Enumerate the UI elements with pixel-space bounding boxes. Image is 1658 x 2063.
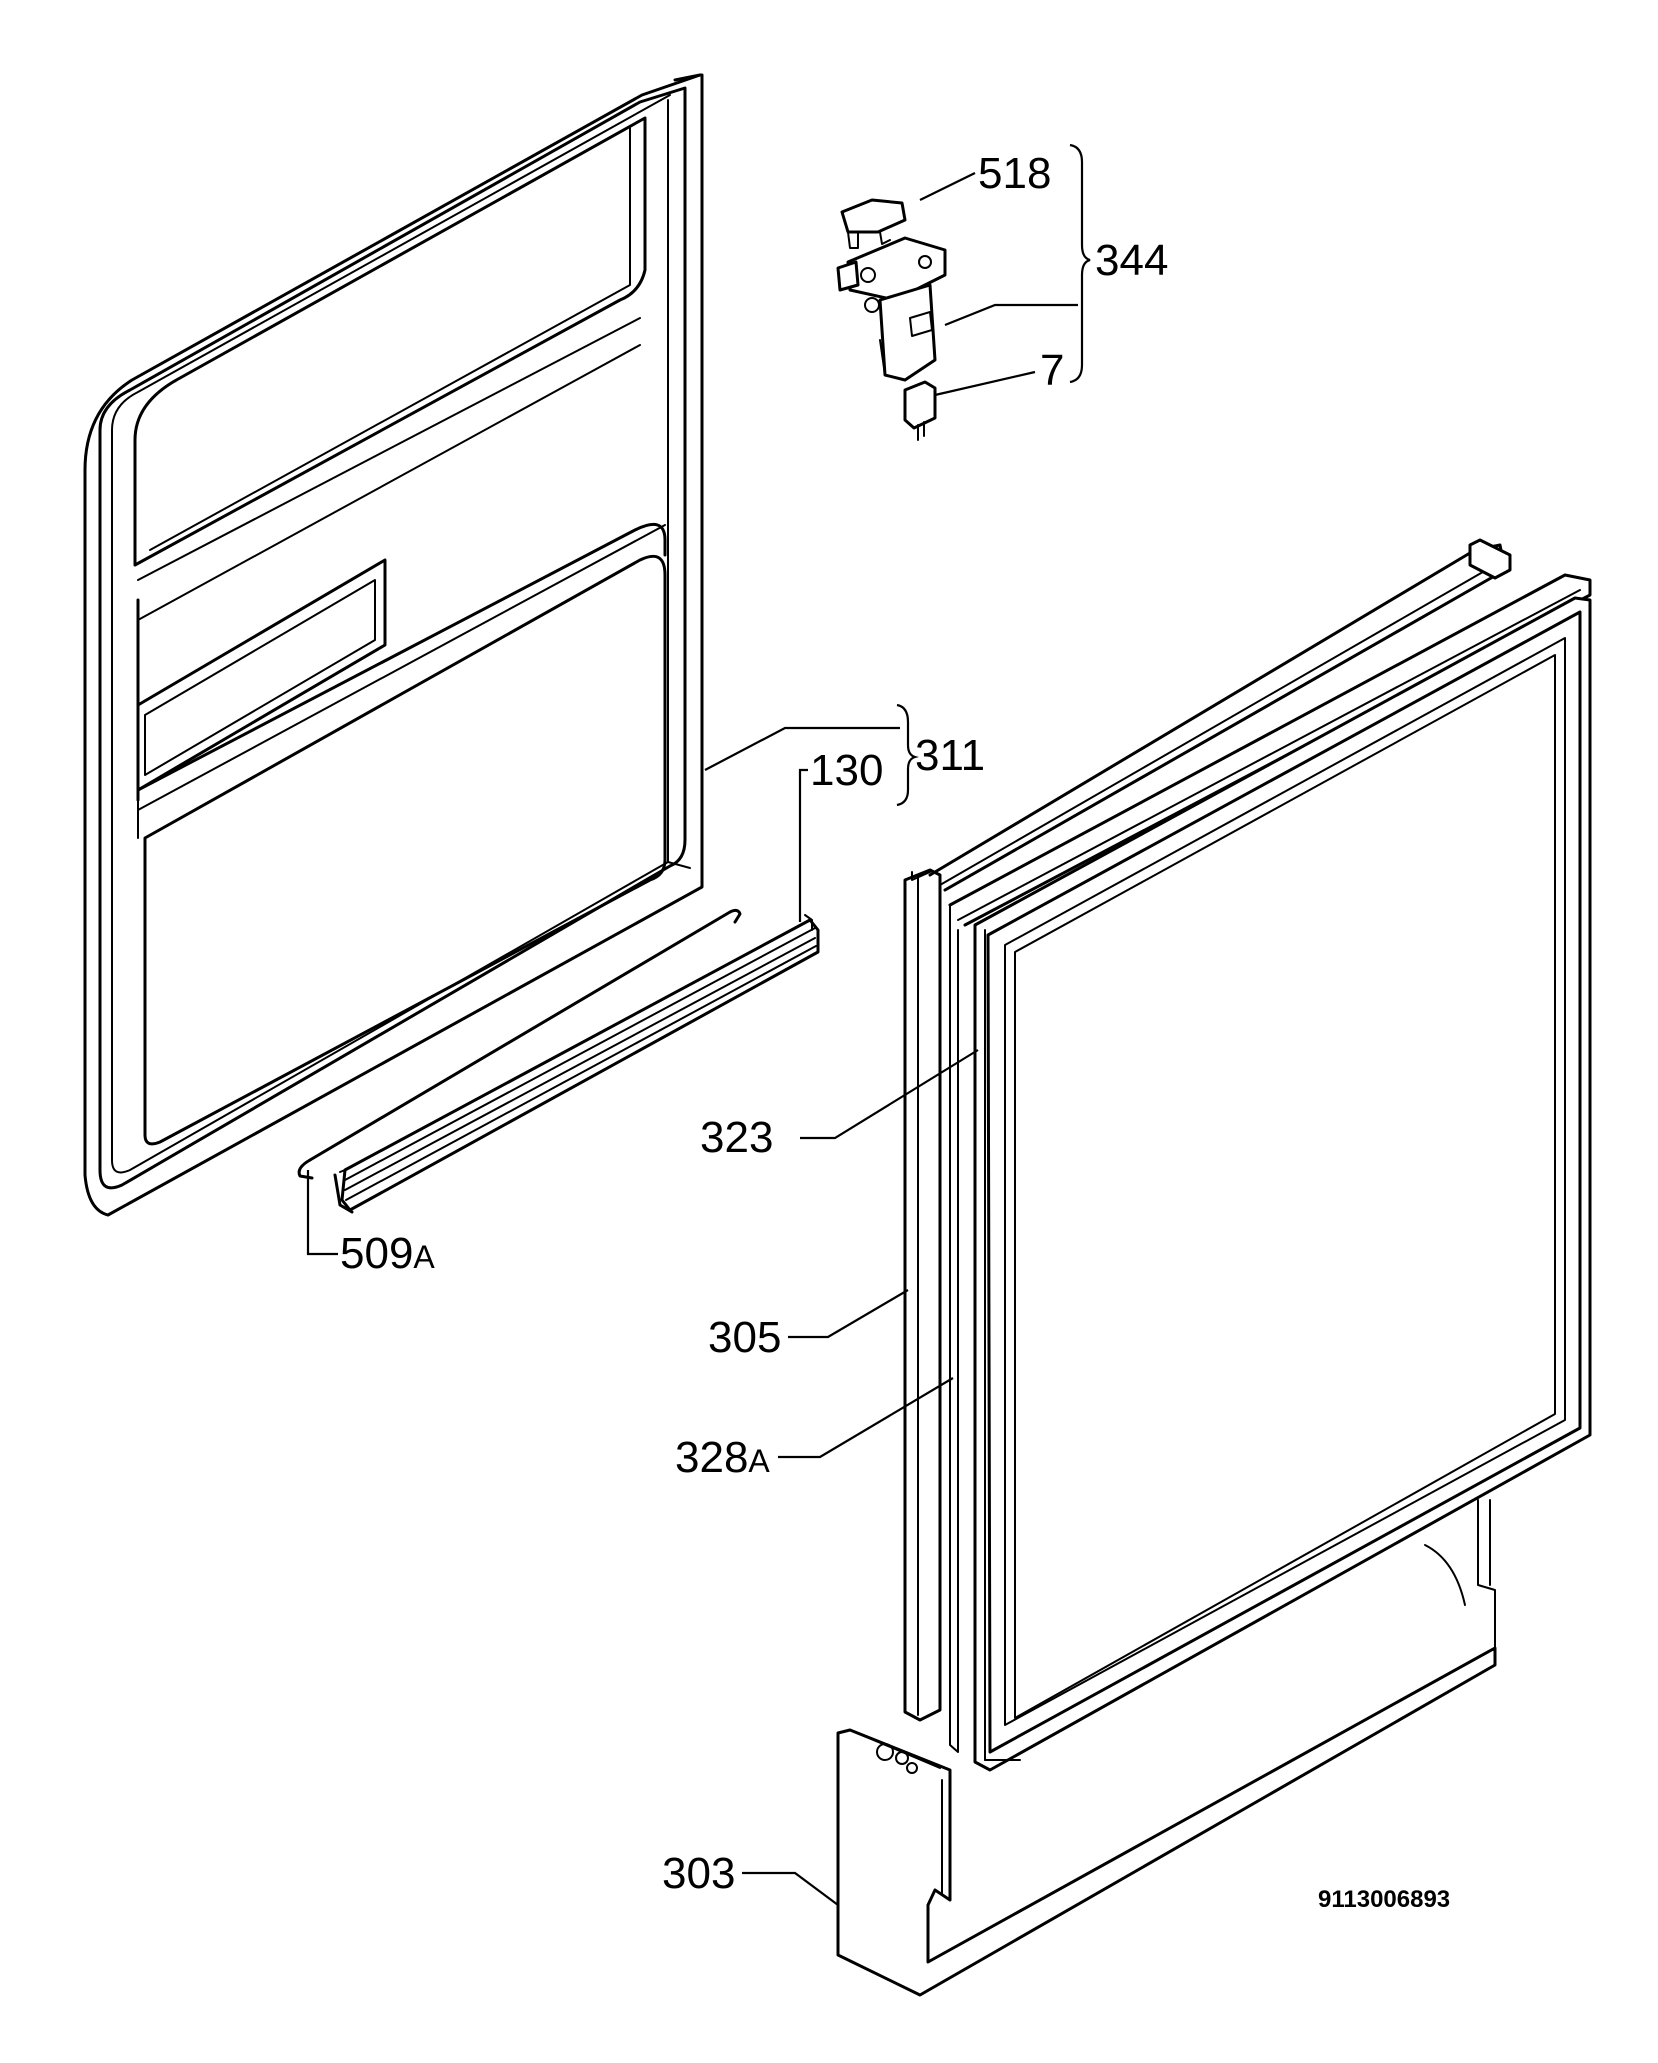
- callout-305: 305: [708, 1313, 781, 1362]
- inner-door-panel: [83, 73, 704, 1217]
- callout-130: 130: [810, 746, 883, 795]
- drawing-code: 9113006893: [1318, 1886, 1450, 1913]
- door-frame: [903, 538, 1592, 1981]
- callout-7: 7: [1040, 346, 1064, 395]
- callout-509A: 509A: [340, 1229, 435, 1278]
- callout-labels: 518 344 7 311 130 323 305 509A 328A 303 …: [340, 149, 1450, 1913]
- callout-303: 303: [662, 1849, 735, 1898]
- callout-344: 344: [1095, 236, 1168, 285]
- callout-311: 311: [915, 731, 985, 780]
- bottom-seal: [333, 914, 820, 1214]
- plinth-panel: [836, 1646, 1497, 1997]
- leader-lines: [306, 143, 1091, 1906]
- callout-323: 323: [700, 1113, 773, 1162]
- hook-rod: [297, 908, 742, 1180]
- callout-328A: 328A: [675, 1433, 770, 1482]
- door-latch-assembly: [836, 198, 947, 441]
- callout-518: 518: [978, 149, 1051, 198]
